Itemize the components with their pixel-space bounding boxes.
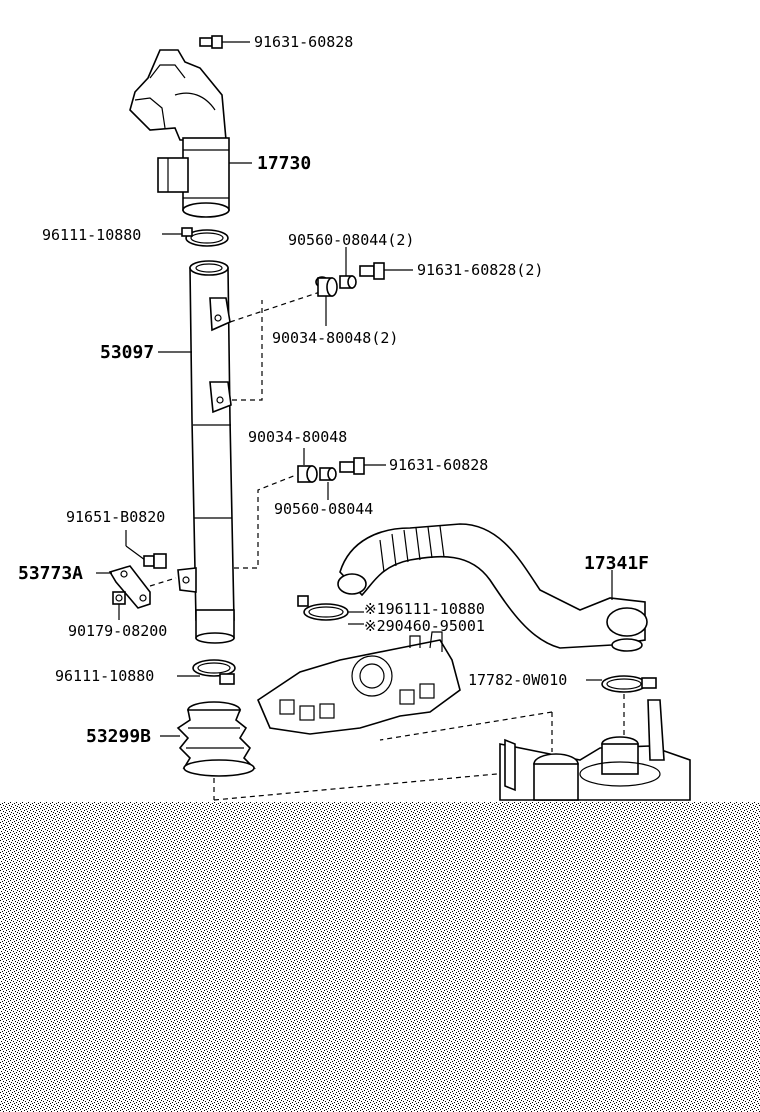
label-clamp-upper: 96111-10880 — [42, 226, 141, 244]
label-note-2: ※290460-95001 — [364, 617, 485, 635]
label-clamp-lower: 96111-10880 — [55, 667, 154, 685]
label-washer-a: 90560-08044(2) — [288, 231, 414, 249]
label-washer-b: 90560-08044 — [274, 500, 373, 518]
label-clamp-17782: 17782-0W010 — [468, 671, 567, 689]
collar-b-icon — [297, 465, 318, 483]
label-boot-53299B: 53299B — [86, 726, 151, 747]
label-bracket-53773A: 53773A — [18, 563, 83, 584]
label-bolt-b: 91631-60828 — [389, 456, 488, 474]
hose-clamp-lower-icon — [192, 659, 236, 685]
label-collar-a: 90034-80048(2) — [272, 329, 398, 347]
intake-manifold-sketch — [257, 631, 461, 735]
label-collar-b: 90034-80048 — [248, 428, 347, 446]
bellows-boot-53299B — [176, 701, 256, 777]
air-cleaner-housing-sketch — [499, 699, 691, 801]
label-note-1: ※196111-10880 — [364, 600, 485, 618]
bolt-a-icon — [359, 262, 413, 280]
label-bolt-top: 91631-60828 — [254, 33, 353, 51]
bracket-53773A-icon — [108, 565, 151, 609]
noise-band — [0, 802, 760, 1112]
intake-pipe-53097 — [177, 260, 235, 644]
collar-a-icon — [315, 276, 338, 297]
bolt-top-icon — [199, 35, 250, 49]
nut-c-icon — [112, 591, 126, 605]
label-pipe-53097: 53097 — [100, 342, 154, 363]
air-duct-17730 — [129, 49, 230, 218]
air-hose-17341F — [337, 523, 648, 652]
label-bolt-a: 91631-60828(2) — [417, 261, 543, 279]
label-duct-17730: 17730 — [257, 153, 311, 174]
label-bolt-c: 91651-B0820 — [66, 508, 165, 526]
bolt-c-icon — [143, 553, 167, 569]
hose-clamp-upper-icon — [181, 227, 229, 247]
bolt-b-icon — [339, 457, 386, 475]
label-hose-17341F: 17341F — [584, 553, 649, 574]
label-nut-c: 90179-08200 — [68, 622, 167, 640]
washer-a-icon — [339, 275, 357, 289]
hose-clamp-small-icon — [297, 595, 349, 621]
washer-b-icon — [319, 467, 337, 481]
hose-clamp-17782-icon — [601, 675, 657, 693]
